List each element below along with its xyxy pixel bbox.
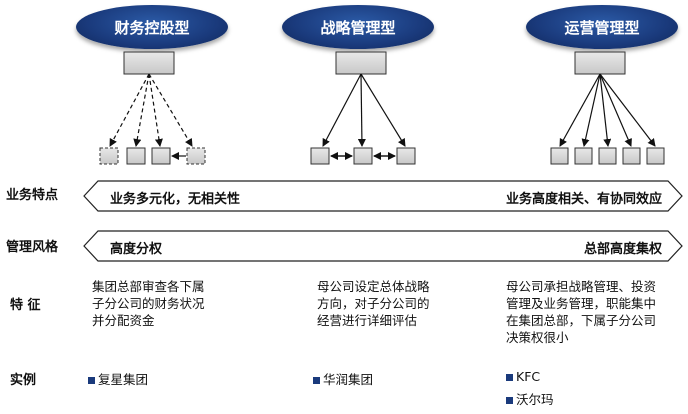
business-right-text: 业务高度相关、有协同效应: [505, 192, 662, 207]
feature-operational: 母公司承担战略管理、投资 管理及业务管理，职能集中 在集团总部，下属子分公司 决…: [506, 278, 656, 346]
bullet-icon: [88, 377, 95, 384]
header-financial-label: 财务控股型: [114, 18, 190, 37]
header-strategic-management: 战略管理型: [282, 5, 434, 49]
style-right-text: 总部高度集权: [583, 242, 662, 257]
row-label-features: 特 征: [10, 298, 41, 313]
feature-line: 母公司设定总体战略: [317, 279, 430, 294]
example-label: 复星集团: [98, 372, 149, 387]
bullet-icon: [506, 374, 513, 381]
diagram-financial: [99, 51, 206, 165]
example-label: KFC: [516, 369, 541, 384]
header-strategic-label: 战略管理型: [320, 18, 396, 37]
example-label: 沃尔玛: [516, 392, 554, 407]
row-label-business: 业务特点: [6, 188, 59, 203]
business-left-text: 业务多元化，无相关性: [110, 192, 241, 207]
feature-line: 母公司承担战略管理、投资: [506, 279, 657, 294]
business-feature-arrow: [83, 180, 683, 212]
style-left-text: 高度分权: [110, 242, 163, 257]
row-label-style: 管理风格: [6, 240, 59, 255]
header-financial-holding: 财务控股型: [76, 5, 228, 49]
feature-line: 在集团总部，下属子分公司: [506, 313, 657, 328]
feature-line: 管理及业务管理，职能集中: [506, 296, 657, 311]
management-style-arrow: [83, 230, 683, 262]
feature-strategic: 母公司设定总体战略 方向，对子分公司的 经营进行详细评估: [317, 278, 430, 329]
bullet-icon: [506, 397, 513, 404]
feature-line: 子分公司的财务状况: [92, 296, 205, 311]
feature-line: 并分配资金: [92, 313, 155, 328]
example-financial: 复星集团: [88, 369, 148, 388]
row-label-examples: 实例: [10, 373, 37, 388]
example-strategic: 华润集团: [313, 369, 373, 388]
feature-line: 集团总部审查各下属: [92, 279, 205, 294]
feature-financial: 集团总部审查各下属 子分公司的财务状况 并分配资金: [92, 278, 205, 329]
header-operational-management: 运营管理型: [526, 5, 678, 49]
example-label: 华润集团: [323, 372, 374, 387]
feature-line: 经营进行详细评估: [317, 313, 418, 328]
example-operational-2: 沃尔玛: [506, 389, 554, 408]
diagram-strategic: [310, 51, 416, 165]
diagram-operational: [550, 51, 665, 165]
example-operational-1: KFC: [506, 369, 540, 384]
feature-line: 决策权很小: [506, 330, 569, 345]
feature-line: 方向，对子分公司的: [317, 296, 430, 311]
bullet-icon: [313, 377, 320, 384]
header-operational-label: 运营管理型: [564, 18, 640, 37]
